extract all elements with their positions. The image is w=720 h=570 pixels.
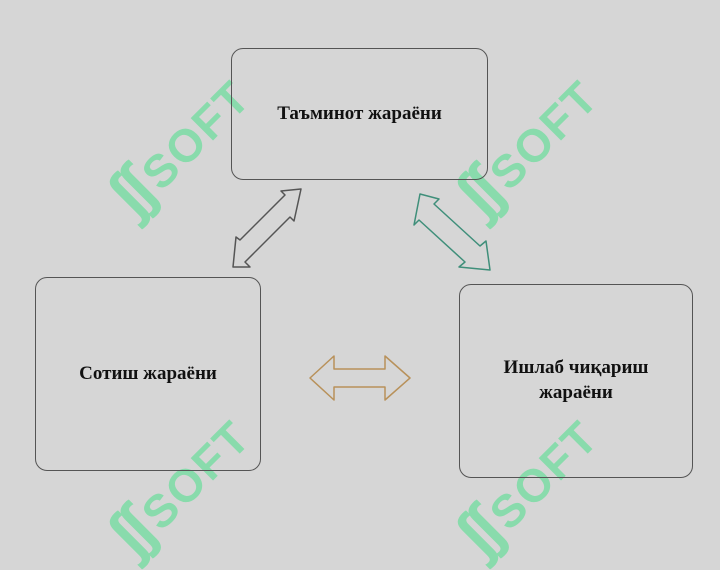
production-process-box: Ишлаб чиқариш жараёни (459, 284, 693, 478)
sales-process-box: Сотиш жараёни (35, 277, 261, 471)
production-process-label: Ишлаб чиқариш жараёни (503, 357, 649, 403)
arrow-supply-sales (232, 188, 302, 268)
sales-process-label: Сотиш жараёни (79, 362, 217, 384)
supply-process-label: Таъминот жараёни (277, 102, 442, 124)
arrow-sales-production (309, 355, 411, 401)
supply-process-box: Таъминот жараёни (231, 48, 488, 180)
connector-arrows (232, 188, 491, 401)
arrow-supply-production (413, 193, 491, 271)
